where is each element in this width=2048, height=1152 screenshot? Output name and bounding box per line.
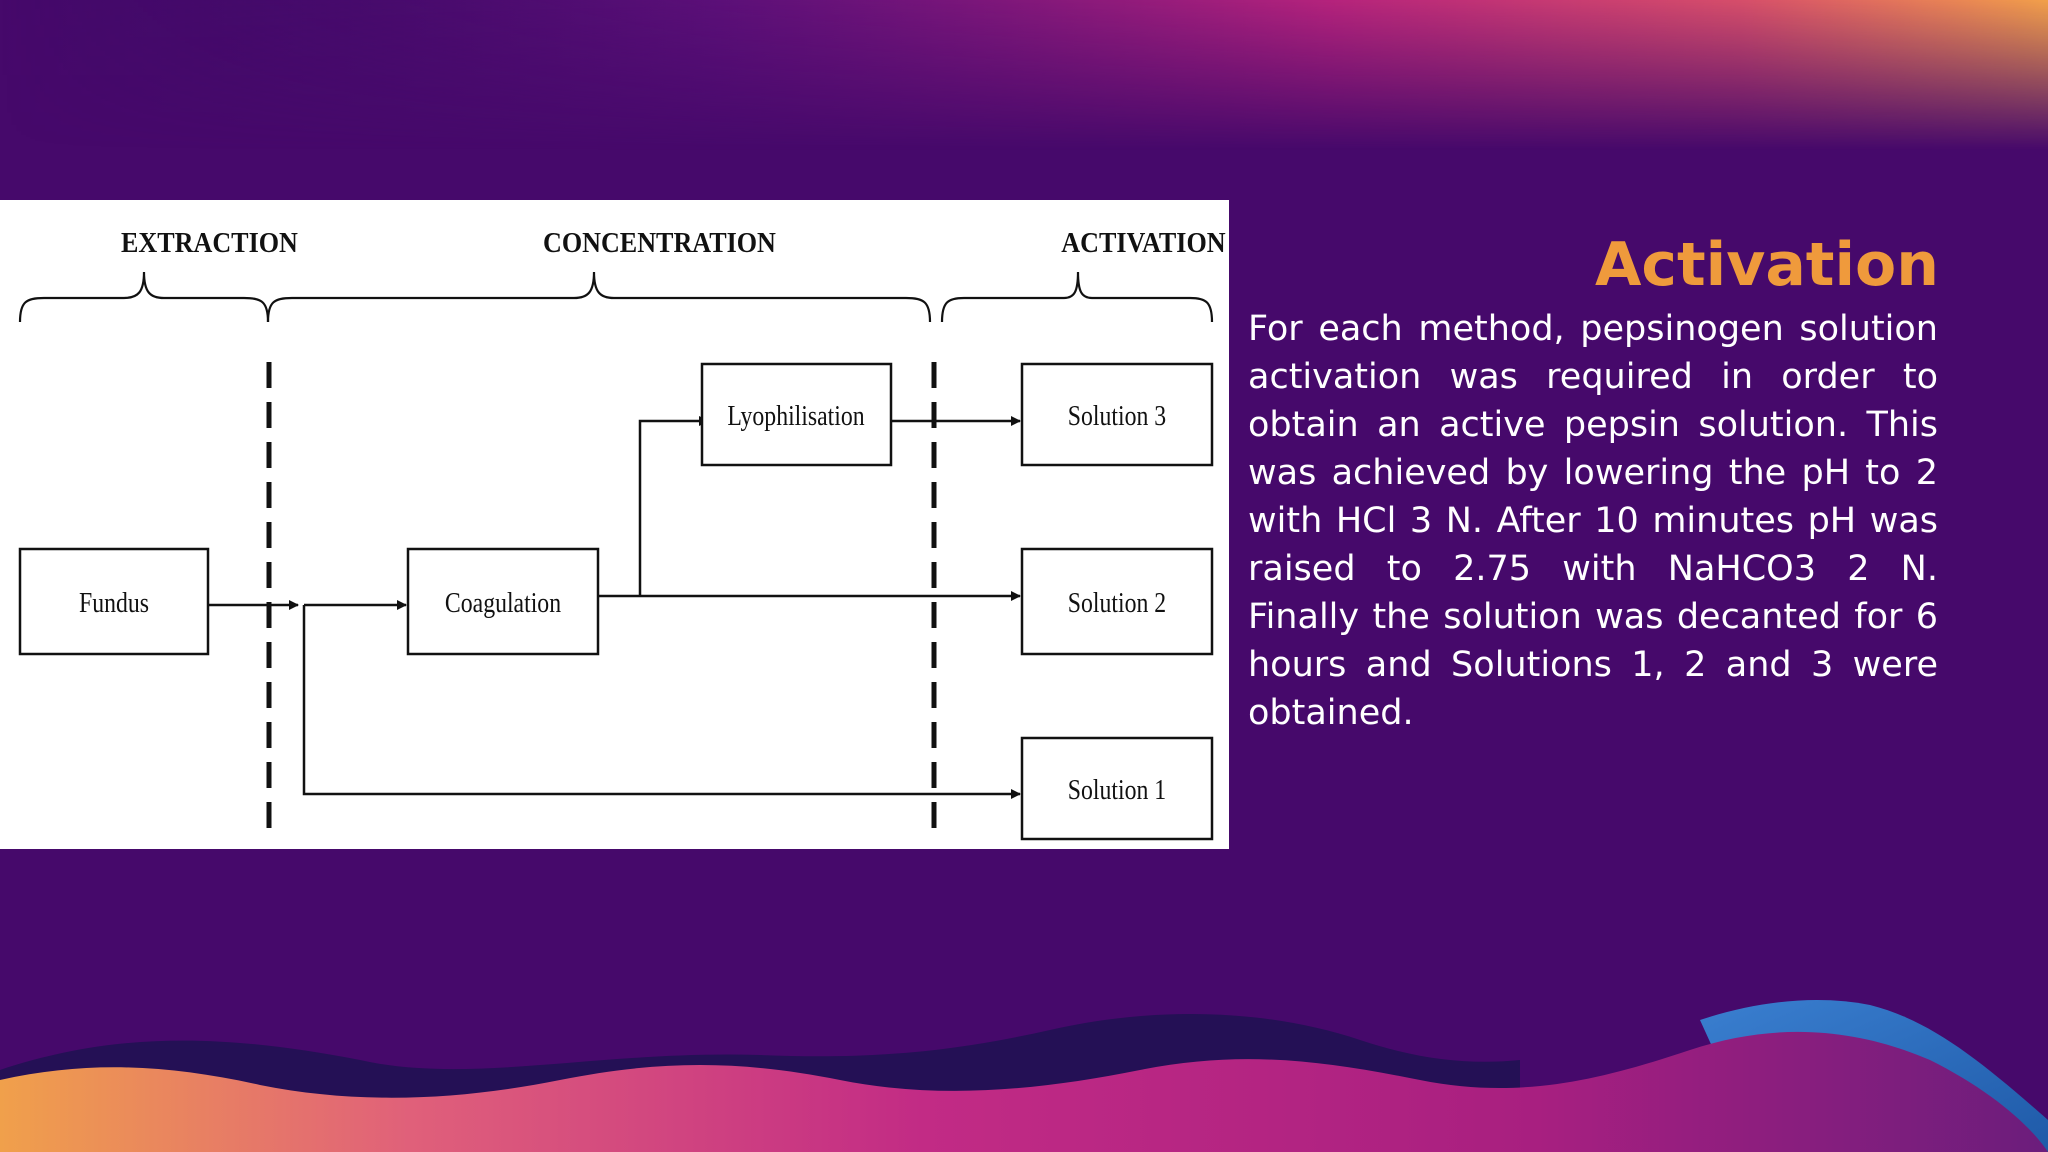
node-solution2: Solution 2 — [1020, 547, 1214, 656]
edge-fundus-solution1 — [302, 605, 1021, 799]
brace-concentration — [266, 271, 932, 323]
node-coagulation: Coagulation — [406, 547, 600, 656]
node-solution3: Solution 3 — [1020, 362, 1214, 467]
slide-body-text: For each method, pepsinogen solution act… — [1248, 309, 1938, 733]
brace-activation — [940, 271, 1214, 323]
edge-coagulation-lyophilisation — [638, 416, 709, 596]
node-label-solution3: Solution 3 — [1068, 399, 1166, 432]
node-label-coagulation: Coagulation — [445, 586, 561, 619]
node-label-solution2: Solution 2 — [1068, 586, 1166, 619]
node-label-fundus: Fundus — [79, 586, 149, 619]
node-label-lyophilisation: Lyophilisation — [727, 399, 864, 432]
phase-label-extraction: EXTRACTION — [121, 226, 298, 259]
phase-label-activation: ACTIVATION — [1061, 226, 1225, 259]
slide-title: Activation — [1594, 230, 1939, 300]
node-label-solution1: Solution 1 — [1068, 773, 1166, 806]
node-solution1: Solution 1 — [1020, 736, 1214, 841]
node-fundus: Fundus — [18, 547, 210, 656]
process-diagram: EXTRACTION CONCENTRATION ACTIVATION Fund… — [0, 200, 1229, 849]
node-lyophilisation: Lyophilisation — [700, 362, 893, 467]
brace-extraction — [18, 271, 270, 323]
diagram-svg: EXTRACTION CONCENTRATION ACTIVATION Fund… — [18, 226, 1226, 842]
phase-label-concentration: CONCENTRATION — [543, 226, 776, 259]
